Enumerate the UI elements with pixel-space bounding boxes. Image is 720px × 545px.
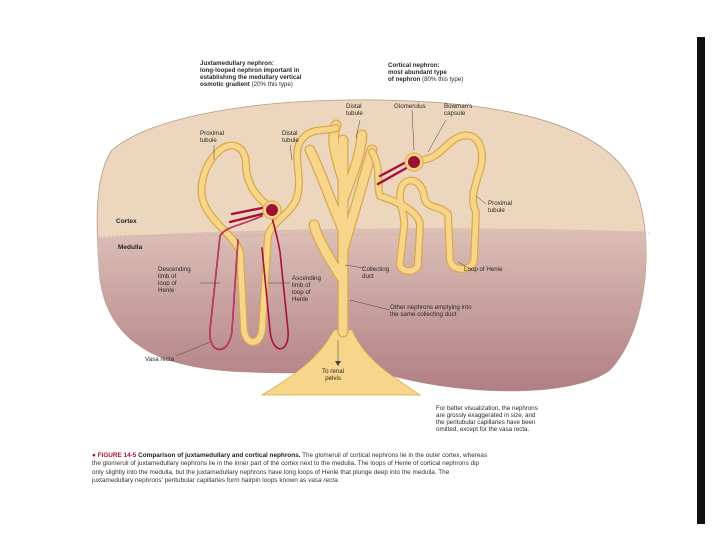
caption-title: Comparison of juxtamedullary and cortica… [138, 452, 301, 459]
medulla-label: Medulla [118, 244, 143, 251]
juxta-title: Juxtamedullary nephron: long-looped neph… [200, 60, 302, 88]
caption-bullet: ● [92, 452, 96, 459]
juxtamedullary-nephron [197, 124, 340, 351]
caption-end: . [337, 476, 340, 484]
leader-lines [175, 109, 487, 365]
figure-caption: ● FIGURE 14-5 Comparison of juxtamedulla… [92, 452, 492, 485]
juxta-glomerulus [266, 204, 278, 216]
label-glomerulus: Glomerulus [394, 103, 426, 110]
label-loop-of-henle: Loop of Henle [464, 266, 503, 273]
renal-pelvis [260, 329, 422, 396]
caption-italic-term: vasa recta [308, 476, 338, 484]
caption-figure-number: FIGURE 14-5 [97, 452, 137, 459]
cortical-glomerulus [408, 156, 420, 168]
label-vasa-recta: Vasa recta [145, 356, 175, 363]
arrowhead-pelvis [335, 361, 341, 366]
collecting-duct [304, 119, 378, 338]
cortical-nephron [368, 131, 486, 275]
cortical-title: Cortical nephron: most abundant type of … [388, 62, 464, 83]
cortex-label: Cortex [116, 218, 137, 225]
caption-body: The glomeruli of cortical nephrons lie i… [92, 452, 488, 484]
right-edge-bar [697, 37, 705, 524]
